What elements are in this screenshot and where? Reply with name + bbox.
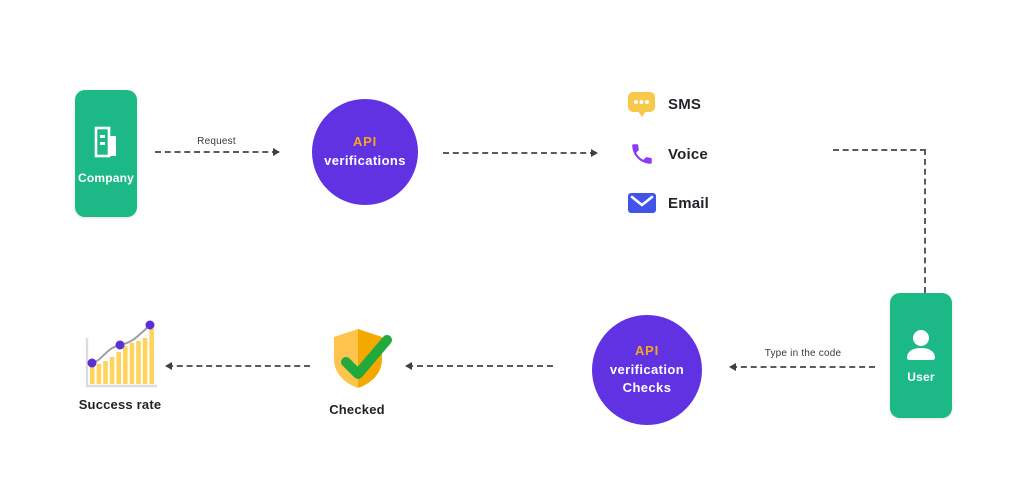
type-code-arrow-label: Type in the code [764, 348, 842, 359]
success-rate-label: Success rate [78, 397, 162, 412]
channels-to-user-connector-vertical [924, 149, 926, 293]
company-building-icon [89, 122, 123, 162]
company-node: Company [75, 90, 137, 217]
api-checks-subtitle-2: Checks [622, 380, 672, 396]
checks-to-shield-arrow [405, 362, 553, 370]
company-label: Company [77, 171, 135, 185]
user-node: User [890, 293, 952, 418]
checked-shield-icon [325, 327, 401, 393]
user-label: User [907, 370, 935, 384]
shield-to-success-arrow [165, 362, 310, 370]
email-envelope-icon [627, 192, 657, 214]
success-chart-icon [80, 314, 160, 392]
channel-label-voice: Voice [668, 146, 708, 163]
api-verifications-subtitle: verifications [324, 153, 406, 168]
api-checks-title: API [634, 342, 660, 358]
channel-label-email: Email [668, 195, 710, 212]
channel-label-sms: SMS [668, 96, 702, 113]
request-arrow-line [155, 148, 280, 156]
request-arrow-label: Request [197, 136, 236, 147]
type-code-arrow-line [729, 363, 875, 371]
user-person-icon [903, 327, 939, 361]
api-verifications-title: API [352, 134, 378, 150]
api-checks-subtitle-1: verification [609, 361, 685, 377]
channels-to-user-connector-horizontal [833, 149, 926, 151]
api-verifications-node: API verifications [312, 99, 418, 205]
voice-phone-icon [629, 141, 655, 167]
sms-icon [627, 91, 657, 119]
checked-label: Checked [329, 402, 385, 417]
verifications-to-channels-arrow [443, 149, 598, 157]
api-verification-checks-node: API verification Checks [592, 315, 702, 425]
